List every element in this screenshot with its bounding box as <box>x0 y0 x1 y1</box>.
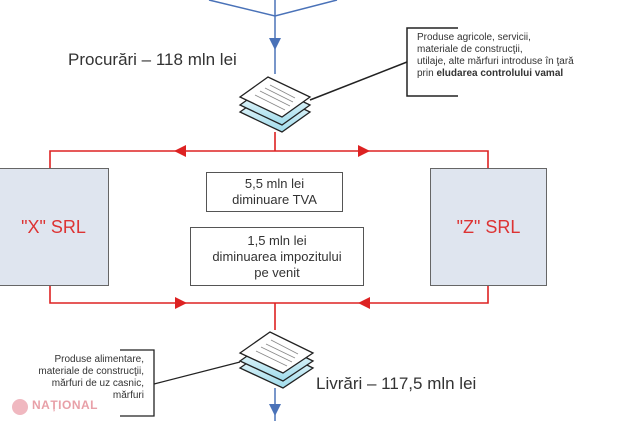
tva-box: 5,5 mln lei diminuare TVA <box>206 172 343 212</box>
impozit-amount: 1,5 mln lei <box>247 233 307 248</box>
incoming-blue-arrow <box>208 0 338 74</box>
note-top-connector <box>309 61 408 101</box>
note-line: prin <box>417 68 437 79</box>
arrow-left-icon <box>358 297 370 309</box>
impozit-description: diminuarea impozitului <box>212 249 342 264</box>
arrow-right-icon <box>175 297 187 309</box>
note-bottom: Produse alimentare, materiale de constru… <box>38 354 144 402</box>
note-bottom-connector <box>153 361 241 385</box>
note-emphasis: eludarea controlului vamal <box>436 68 564 79</box>
arrowhead-down-icon <box>269 38 281 50</box>
document-stack-icon <box>238 331 315 389</box>
note-line: mărfuri <box>112 390 144 401</box>
note-bottom-bracket <box>120 349 155 417</box>
note-line: materiale de construcţii, <box>417 44 523 55</box>
tva-description: diminuare TVA <box>232 192 317 207</box>
note-top-bracket <box>406 27 458 97</box>
note-line: Produse agricole, servicii, <box>417 32 531 43</box>
firm-z-box: "Z" SRL <box>430 168 547 286</box>
arrowhead-down-icon <box>269 404 281 416</box>
watermark-logo <box>12 399 28 415</box>
note-line: mărfuri de uz casnic, <box>51 378 144 389</box>
document-stack-icon <box>238 76 312 133</box>
note-line: utilaje, alte mărfuri introduse în ţară <box>417 56 574 67</box>
tva-amount: 5,5 mln lei <box>244 176 305 191</box>
impozit-description: pe venit <box>254 265 300 280</box>
firm-x-box: "X" SRL <box>0 168 109 286</box>
firm-z-label: "Z" SRL <box>456 216 521 237</box>
arrow-left-icon <box>174 145 186 157</box>
note-line: materiale de construcţii, <box>38 366 144 377</box>
procurari-label: Procurări – 118 mln lei <box>68 50 237 69</box>
livrari-label: Livrări – 117,5 mln lei <box>316 374 477 393</box>
arrow-right-icon <box>358 145 370 157</box>
firm-x-label: "X" SRL <box>21 216 86 237</box>
note-top: Produse agricole, servicii, materiale de… <box>417 32 574 80</box>
watermark: NAȚIONAL <box>32 398 98 412</box>
note-line: Produse alimentare, <box>54 354 145 365</box>
red-flow-lines <box>49 132 489 330</box>
impozit-box: 1,5 mln lei diminuarea impozitului pe ve… <box>190 227 364 286</box>
